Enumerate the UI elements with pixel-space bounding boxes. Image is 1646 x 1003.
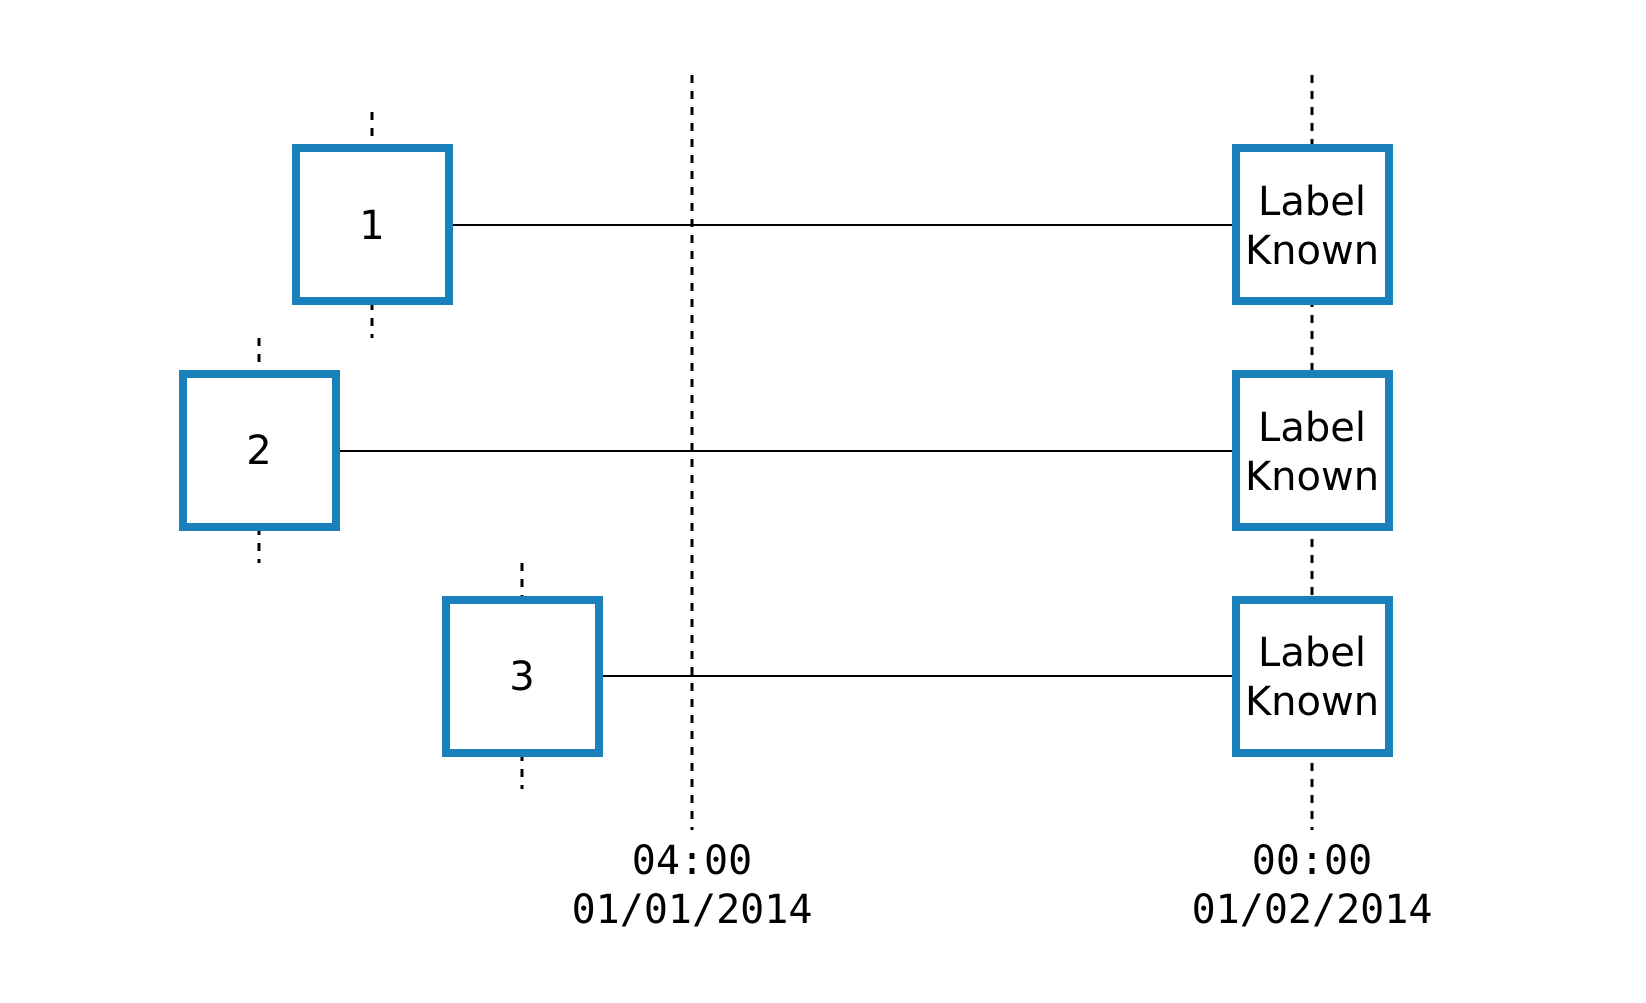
node-box-3[interactable] xyxy=(442,596,603,757)
target-label-3-line-1: Label xyxy=(1258,630,1366,676)
target-label-3-line-2: Known xyxy=(1245,679,1379,725)
node-box-1[interactable] xyxy=(292,144,453,305)
time-marker-1-time: 04:00 xyxy=(632,838,752,884)
time-marker-1-date: 01/01/2014 xyxy=(572,887,813,933)
time-marker-2-date: 01/02/2014 xyxy=(1192,887,1433,933)
node-label-3: 3 xyxy=(509,654,534,700)
target-box-1[interactable] xyxy=(1232,144,1393,305)
node-label-2: 2 xyxy=(246,428,271,474)
target-label-1-line-2: Known xyxy=(1245,228,1379,274)
node-label-1: 1 xyxy=(359,203,384,249)
target-box-2[interactable] xyxy=(1232,370,1393,531)
target-label-1-line-1: Label xyxy=(1258,179,1366,225)
time-marker-2-time: 00:00 xyxy=(1252,838,1372,884)
target-box-3[interactable] xyxy=(1232,596,1393,757)
target-label-2-line-1: Label xyxy=(1258,405,1366,451)
target-label-2-line-2: Known xyxy=(1245,454,1379,500)
node-box-2[interactable] xyxy=(179,370,340,531)
